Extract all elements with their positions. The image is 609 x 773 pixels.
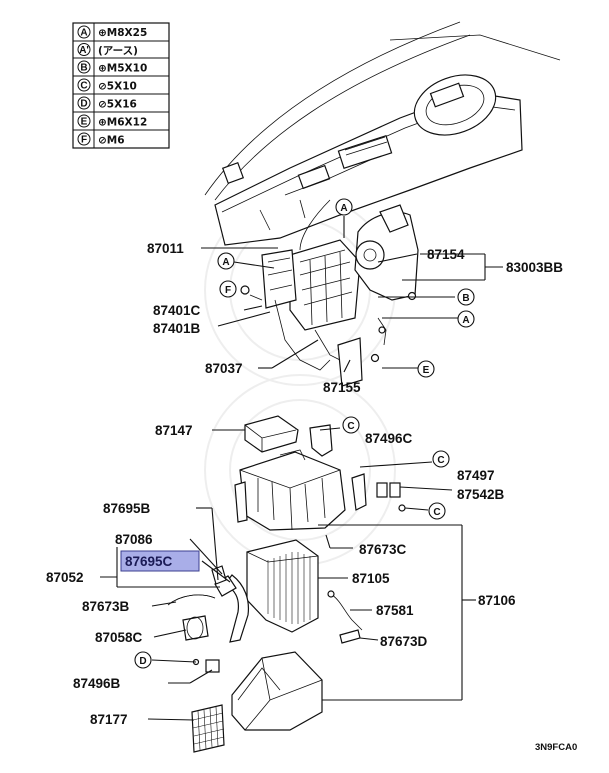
svg-text:B: B (462, 293, 469, 304)
part-label[interactable]: 87673C (359, 542, 407, 557)
leader-lines (100, 216, 503, 721)
callout-a: A (217, 252, 235, 270)
svg-text:C: C (433, 507, 440, 518)
diagram-code: 3N9FCA0 (535, 742, 577, 753)
svg-text:A: A (340, 203, 347, 214)
legend-row: B ⊕M5X10 (77, 60, 147, 75)
legend-row: C ⊘5X10 (77, 78, 137, 93)
part-label[interactable]: 87401C (153, 303, 201, 318)
legend-row: A ⊕M8X25 (77, 25, 147, 39)
legend-key: C (80, 81, 87, 92)
legend-key: A' (79, 45, 89, 56)
part-label[interactable]: 87154 (427, 247, 465, 262)
legend-spec: ⊘5X16 (98, 99, 137, 111)
part-label[interactable]: 87177 (90, 712, 128, 727)
svg-text:C: C (437, 455, 444, 466)
part-label[interactable]: 87695B (103, 501, 151, 516)
part-label-selected[interactable]: 87695C (125, 554, 173, 569)
legend-spec: (アース) (98, 45, 138, 57)
part-label[interactable]: 87542B (457, 487, 505, 502)
svg-text:C: C (347, 421, 354, 432)
legend-key: E (81, 117, 88, 128)
legend-spec: ⊘5X10 (98, 81, 137, 93)
legend-row: E ⊕M6X12 (77, 114, 147, 129)
part-label[interactable]: 87401B (153, 321, 201, 336)
svg-text:F: F (225, 285, 231, 296)
fastener-legend: A ⊕M8X25 A' (アース) B ⊕M5X10 C ⊘5X10 D ⊘5X… (72, 22, 170, 149)
legend-key: A (80, 28, 87, 39)
callout-b: B (457, 288, 475, 306)
legend-key: B (80, 63, 87, 74)
part-label[interactable]: 87105 (352, 571, 390, 586)
heater-unit-illustration (167, 415, 406, 753)
part-label[interactable]: 87497 (457, 468, 495, 483)
part-label[interactable]: 87673D (380, 634, 428, 649)
svg-text:A: A (222, 257, 229, 268)
part-label[interactable]: 87155 (323, 380, 361, 395)
part-label[interactable]: 83003BB (506, 260, 563, 275)
svg-text:A: A (462, 315, 469, 326)
legend-spec: ⊕M5X10 (98, 63, 147, 75)
part-label[interactable]: 87037 (205, 361, 243, 376)
part-label[interactable]: 87011 (147, 241, 184, 256)
callout-c: C (342, 416, 360, 434)
svg-text:E: E (423, 365, 430, 376)
part-label[interactable]: 87052 (46, 570, 84, 585)
fastener-callouts: A A F B A E C C (134, 198, 475, 669)
callout-f: F (219, 280, 237, 298)
part-label[interactable]: 87496C (365, 431, 413, 446)
legend-key: F (81, 135, 87, 146)
part-label[interactable]: 87673B (82, 599, 130, 614)
part-label[interactable]: 87058C (95, 630, 143, 645)
legend-spec: ⊘M6 (98, 135, 125, 147)
callout-e: E (417, 360, 435, 378)
part-label[interactable]: 87086 (115, 532, 153, 547)
control-assembly-illustration (240, 199, 419, 387)
part-label[interactable]: 87581 (376, 603, 414, 618)
callout-c: C (432, 450, 450, 468)
part-label[interactable]: 87496B (73, 676, 121, 691)
svg-text:D: D (139, 656, 146, 667)
callout-c: C (428, 502, 446, 520)
legend-row: D ⊘5X16 (77, 96, 137, 111)
grille (191, 704, 225, 753)
legend-spec: ⊕M6X12 (98, 117, 147, 129)
callout-a: A (457, 310, 475, 328)
part-label[interactable]: 87147 (155, 423, 193, 438)
part-label[interactable]: 87106 (478, 593, 516, 608)
dashboard-illustration (204, 21, 561, 246)
part-labels: 87011 87154 83003BB 87401C 87401B 87037 … (46, 241, 563, 727)
legend-key: D (80, 99, 87, 110)
callout-d: D (134, 651, 152, 669)
callout-a: A (335, 198, 353, 216)
selected-part-highlight (120, 550, 200, 572)
legend-row: A' (アース) (77, 43, 138, 57)
legend-row: F ⊘M6 (77, 132, 125, 147)
legend-spec: ⊕M8X25 (98, 27, 147, 39)
